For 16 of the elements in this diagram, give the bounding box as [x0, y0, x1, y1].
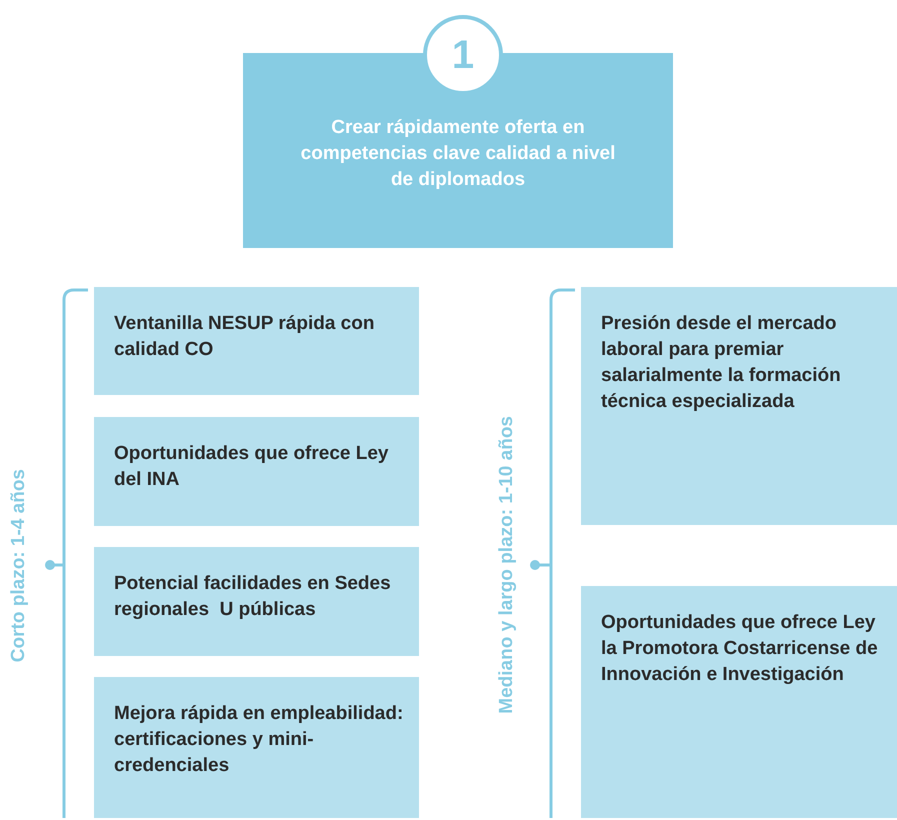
factor-box: [94, 417, 419, 526]
factor-text: Oportunidades que ofrece Ley la Promotora Costarricense de Innovación e Investigación: [601, 611, 879, 687]
goal-text: Crear rápidamente oferta en competencias clave calidad a nivel de diplomados: [300, 116, 616, 192]
factor-box: [581, 586, 897, 818]
period-label: Mediano y largo plazo: 1-10 años: [496, 416, 518, 714]
factor-text: Ventanilla NESUP rápida con calidad CO: [114, 312, 376, 362]
factor-text: Oportunidades que ofrece Ley del INA: [114, 442, 390, 492]
step-number: 1: [452, 32, 474, 78]
factor-text: Mejora rápida en empleabilidad: certificaciones y mini-credenciales: [114, 702, 404, 778]
factor-text: Presión desde el mercado laboral para premiar salarialmente la formación técnica especializada: [601, 312, 842, 414]
period-label: Corto plazo: 1-4 años: [8, 468, 30, 662]
factor-box: [94, 287, 419, 395]
factor-text: Potencial facilidades en Sedes regionales U públicas: [114, 572, 392, 622]
factor-box: [581, 287, 897, 525]
factor-box: [94, 677, 419, 818]
factor-box: [94, 547, 419, 656]
